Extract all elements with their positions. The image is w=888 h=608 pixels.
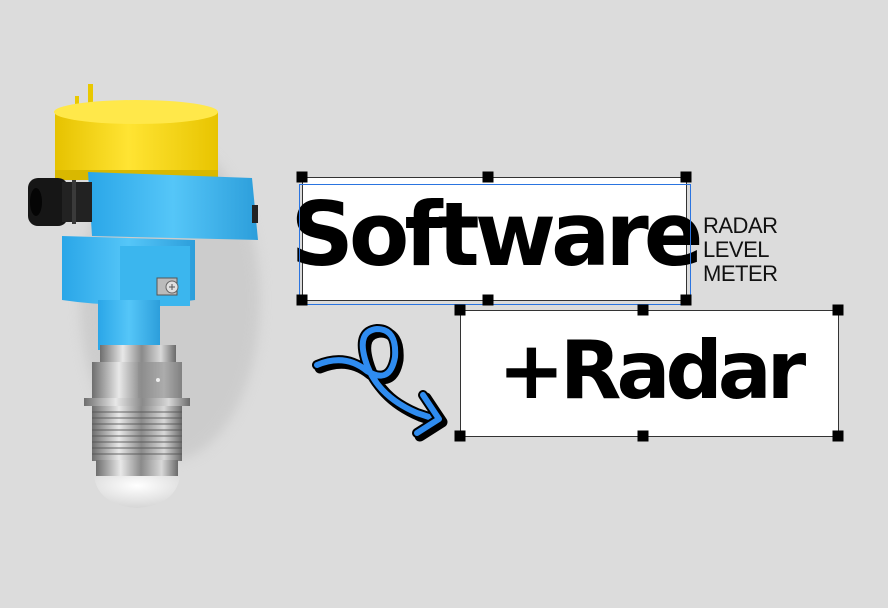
resize-handle-bottom-right[interactable] bbox=[832, 430, 844, 442]
resize-handle-top-center[interactable] bbox=[637, 304, 649, 316]
radar-level-meter-label: RADAR LEVEL METER bbox=[703, 214, 778, 286]
label-line-3: METER bbox=[703, 261, 778, 286]
resize-handle-top-left[interactable] bbox=[296, 171, 308, 183]
resize-handle-top-center[interactable] bbox=[482, 171, 494, 183]
resize-handle-top-left[interactable] bbox=[454, 304, 466, 316]
resize-handle-top-right[interactable] bbox=[680, 171, 692, 183]
resize-handle-bottom-center[interactable] bbox=[637, 430, 649, 442]
curly-arrow-icon bbox=[312, 324, 448, 442]
resize-handle-bottom-left[interactable] bbox=[296, 294, 308, 306]
blue-housing bbox=[62, 172, 258, 350]
yellow-cap bbox=[54, 84, 218, 180]
software-text-frame[interactable]: Software bbox=[291, 177, 703, 301]
radar-text-frame[interactable]: +Radar bbox=[460, 310, 839, 437]
label-line-2: LEVEL bbox=[703, 237, 769, 262]
radar-title: +Radar bbox=[497, 323, 806, 417]
resize-handle-bottom-right[interactable] bbox=[680, 294, 692, 306]
resize-handle-bottom-center[interactable] bbox=[482, 294, 494, 306]
radar-level-meter-image bbox=[28, 84, 260, 508]
label-line-1: RADAR bbox=[703, 213, 778, 238]
cable-gland bbox=[28, 178, 92, 226]
resize-handle-bottom-left[interactable] bbox=[454, 430, 466, 442]
resize-handle-top-right[interactable] bbox=[832, 304, 844, 316]
software-title: Software bbox=[290, 183, 704, 286]
